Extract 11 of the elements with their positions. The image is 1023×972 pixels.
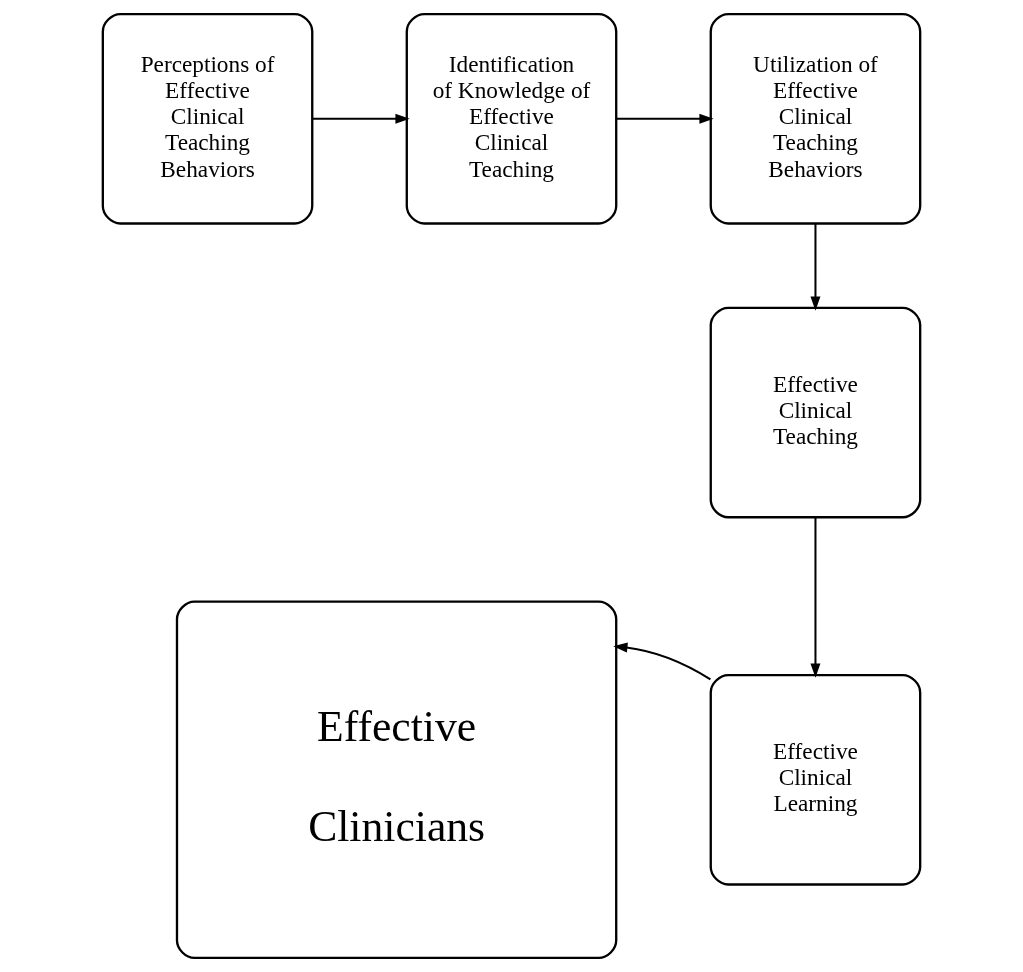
node-box: Utilization of Effective Clinical Teaching Behaviors xyxy=(709,12,922,225)
arrow xyxy=(616,113,714,124)
node-box: Effective Clinical Teaching xyxy=(709,306,922,519)
arrow xyxy=(613,642,711,681)
arrow xyxy=(810,517,821,678)
node-box: Perceptions of Effective Clinical Teaching Behaviors xyxy=(101,12,314,225)
arrow xyxy=(312,113,410,124)
arrow xyxy=(810,223,821,311)
node-box: Identification of Knowledge of Effective Clinical Teaching xyxy=(405,12,618,225)
node-box: Effective Clinicians xyxy=(175,600,618,960)
node-box: Effective Clinical Learning xyxy=(709,673,922,886)
